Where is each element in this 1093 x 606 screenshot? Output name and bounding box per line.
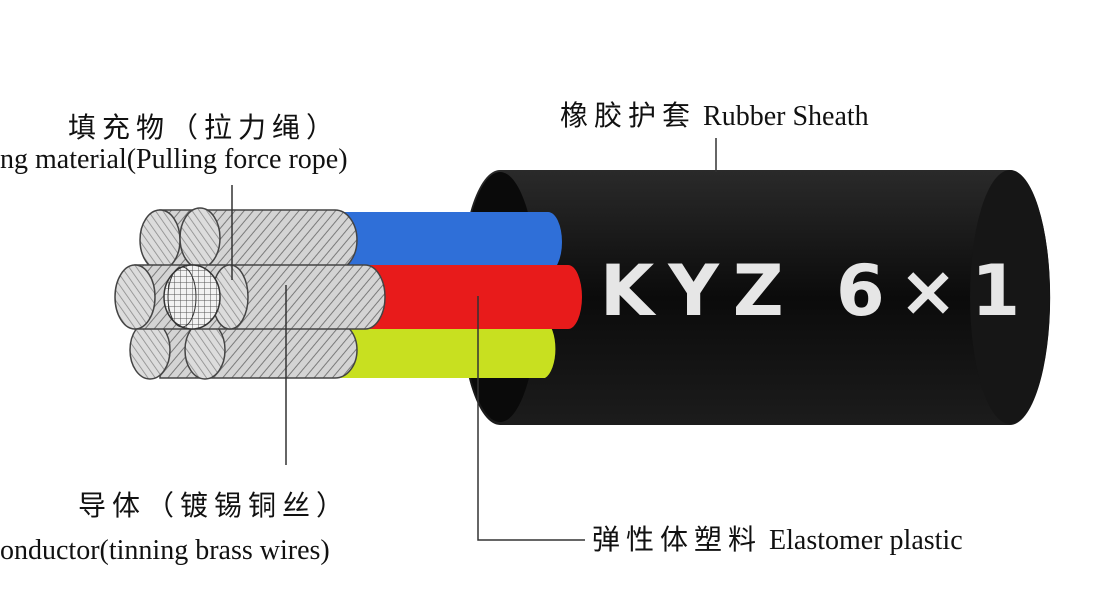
sheath-label: 橡胶护套 Rubber Sheath: [560, 100, 869, 133]
sheath-marking: KYZ 6×1: [600, 250, 1035, 332]
red-core: [360, 265, 582, 329]
filling-label-en: ng material(Pulling force rope): [0, 144, 348, 175]
blue-core: [330, 212, 562, 272]
leader-lines: [231, 138, 717, 541]
elastomer-label-en: Elastomer plastic: [769, 525, 963, 556]
elastomer-label-cn: 弹性体塑料: [592, 523, 763, 556]
sheath-label-en: Rubber Sheath: [703, 101, 869, 132]
elastomer-leader: [477, 296, 585, 541]
elastomer-label: 弹性体塑料 Elastomer plastic: [592, 524, 963, 557]
filling-label-cn: 填充物（拉力绳）: [68, 111, 341, 144]
sheath-label-cn: 橡胶护套: [560, 99, 697, 132]
conductor-label-en: onductor(tinning brass wires): [0, 535, 330, 566]
filling-rope: [163, 264, 221, 330]
conductor-strands: [114, 207, 386, 380]
conductor-label-cn: 导体（镀锡铜丝）: [78, 489, 351, 522]
yellow-core: [330, 320, 556, 378]
insulated-cores: [330, 212, 582, 378]
